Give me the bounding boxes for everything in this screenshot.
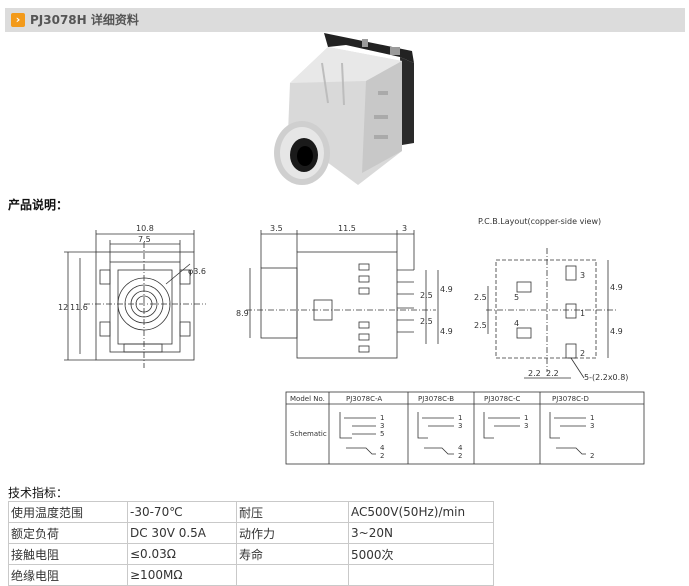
table-row: 绝缘电阻 ≥100MΩ xyxy=(8,564,494,586)
front-view xyxy=(64,230,206,368)
dim-front-hole: φ3.6 xyxy=(188,267,206,276)
dim-pcb-c: 2.5 xyxy=(474,293,487,302)
spec-value: DC 30V 0.5A xyxy=(127,522,237,544)
schematic-model-d: PJ3078C-D xyxy=(552,395,589,403)
dim-front-height-inner: 11.6 xyxy=(70,303,88,312)
spec-value: AC500V(50Hz)/min xyxy=(348,501,494,523)
spec-label: 接触电阻 xyxy=(8,543,128,565)
spec-value: ≤0.03Ω xyxy=(127,543,237,565)
pcb-pin-label: 2 xyxy=(580,349,585,358)
schematic-pin: 2 xyxy=(590,452,594,460)
dim-pcb-e: 2.2 xyxy=(528,369,541,378)
schematic-col0: Model No. xyxy=(290,395,325,403)
schematic-pin: 2 xyxy=(458,452,462,460)
schematic-model-a: PJ3078C-A xyxy=(346,395,382,403)
table-row: 额定负荷 DC 30V 0.5A 动作力 3~20N xyxy=(8,522,494,544)
table-row: 接触电阻 ≤0.03Ω 寿命 5000次 xyxy=(8,543,494,565)
dim-side-c: 3 xyxy=(402,224,407,233)
schematic-model-b: PJ3078C-B xyxy=(418,395,454,403)
specs-title: 技术指标： xyxy=(8,486,69,500)
pcb-title: P.C.B.Layout(copper-side view) xyxy=(478,217,601,226)
spec-label: 耐压 xyxy=(236,501,349,523)
dim-front-width: 10.8 xyxy=(136,224,154,233)
spec-label xyxy=(236,564,349,586)
pcb-pin-label: 1 xyxy=(580,309,585,318)
spec-value: -30-70℃ xyxy=(127,501,237,523)
pcb-pin-label: 3 xyxy=(580,271,585,280)
schematic-row-label: Schematic xyxy=(290,430,327,438)
schematic-pin: 2 xyxy=(380,452,384,460)
side-view xyxy=(246,230,439,359)
table-row: 使用温度范围 -30-70℃ 耐压 AC500V(50Hz)/min xyxy=(8,501,494,523)
spec-label: 寿命 xyxy=(236,543,349,565)
spec-label: 使用温度范围 xyxy=(8,501,128,523)
schematic-pin: 3 xyxy=(524,422,528,430)
dim-side-e: 2.5 xyxy=(420,291,433,300)
schematic-pin: 1 xyxy=(380,414,384,422)
schematic-pin: 5 xyxy=(380,430,384,438)
dim-side-h: 4.9 xyxy=(440,327,453,336)
specs-table: 使用温度范围 -30-70℃ 耐压 AC500V(50Hz)/min 额定负荷 … xyxy=(8,501,494,586)
pcb-layout xyxy=(486,248,616,379)
dim-pcb-d: 2.5 xyxy=(474,321,487,330)
product-photo xyxy=(274,33,414,185)
schematic-pin: 4 xyxy=(380,444,385,452)
schematic-pin: 4 xyxy=(458,444,463,452)
spec-label: 动作力 xyxy=(236,522,349,544)
technical-drawing: 10.8 7.5 12 11.6 φ3.6 3.5 11.5 3 8.9 2.5… xyxy=(58,217,645,465)
spec-label: 额定负荷 xyxy=(8,522,128,544)
dim-side-a: 3.5 xyxy=(270,224,283,233)
dim-side-b: 11.5 xyxy=(338,224,356,233)
dim-pcb-a: 4.9 xyxy=(610,283,623,292)
schematic-model-c: PJ3078C-C xyxy=(484,395,521,403)
pcb-pin-label: 5 xyxy=(514,293,519,302)
dim-front-height-outer: 12 xyxy=(58,303,68,312)
spec-label: 绝缘电阻 xyxy=(8,564,128,586)
pcb-note: 5-(2.2x0.8) xyxy=(584,373,628,382)
schematic-pin: 1 xyxy=(458,414,462,422)
schematic-pin: 3 xyxy=(380,422,384,430)
dim-side-f: 2.5 xyxy=(420,317,433,326)
schematic-pin: 1 xyxy=(590,414,594,422)
schematic-pin: 1 xyxy=(524,414,528,422)
arrow-right-icon: › xyxy=(11,13,25,27)
spec-value: 5000次 xyxy=(348,543,494,565)
dim-pcb-f: 2.2 xyxy=(546,369,559,378)
dim-pcb-b: 4.9 xyxy=(610,327,623,336)
dim-side-g: 4.9 xyxy=(440,285,453,294)
schematic-pin: 3 xyxy=(458,422,462,430)
header-bar: › PJ3078H 详细资料 xyxy=(5,8,685,32)
section-title: 产品说明： xyxy=(8,198,69,212)
spec-value: ≥100MΩ xyxy=(127,564,237,586)
spec-value: 3~20N xyxy=(348,522,494,544)
spec-value xyxy=(348,564,494,586)
dim-front-inner: 7.5 xyxy=(138,235,151,244)
schematic-table xyxy=(285,391,645,465)
page-title: PJ3078H 详细资料 xyxy=(30,13,139,27)
pcb-pin-label: 4 xyxy=(514,319,519,328)
schematic-pin: 3 xyxy=(590,422,594,430)
dim-side-d: 8.9 xyxy=(236,309,249,318)
